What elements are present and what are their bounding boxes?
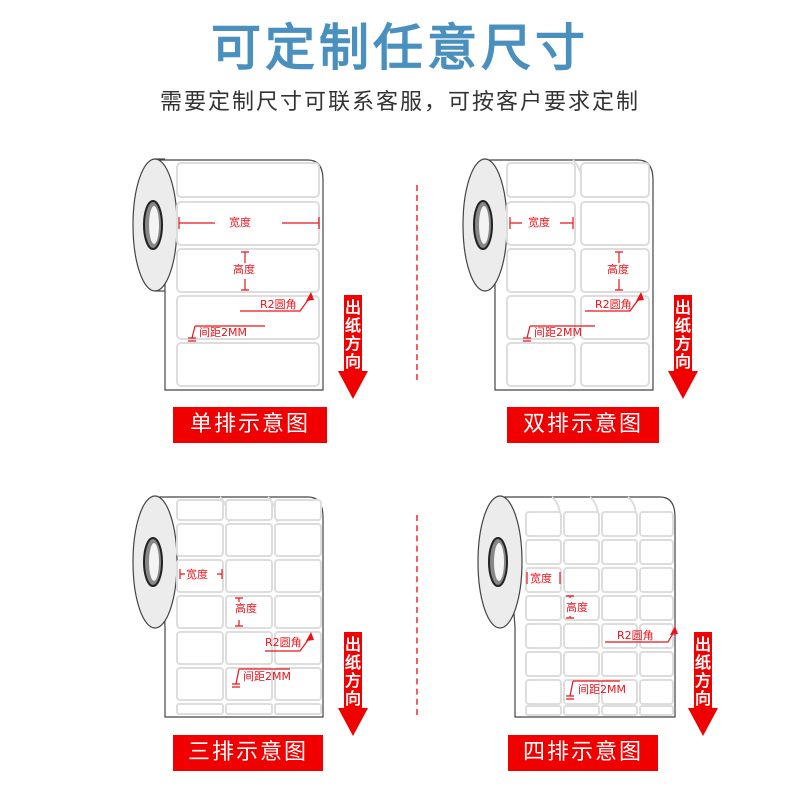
panel-single-row: 宽度 高度 R2圆角 间距2MM 出 纸 方 向 单排示意图	[125, 155, 385, 455]
page-title: 可定制任意尺寸	[211, 19, 589, 77]
corner-radius-label: R2圆角	[265, 636, 302, 649]
width-label: 宽度	[229, 216, 251, 229]
gap-label: 间距2MM	[578, 683, 626, 696]
caption-double-row: 双排示意图	[507, 407, 659, 443]
width-label: 宽度	[186, 568, 208, 581]
width-label: 宽度	[528, 216, 550, 229]
feed-direction-arrow-icon	[668, 295, 698, 399]
feed-direction-label: 出 纸 方 向	[344, 635, 361, 708]
feed-direction-arrow-icon	[688, 632, 718, 736]
feed-direction-label: 出 纸 方 向	[674, 298, 691, 371]
gap-label: 间距2MM	[243, 670, 291, 683]
corner-radius-label: R2圆角	[260, 298, 297, 311]
divider-bottom	[416, 515, 418, 715]
label-roll-double-illustration	[462, 158, 654, 391]
panel-quad-row: 宽度 高度 R2圆角 间距2MM 出 纸 方 向 四排示意图	[470, 492, 730, 792]
corner-radius-label: R2圆角	[617, 629, 654, 642]
caption-single-row: 单排示意图	[173, 407, 327, 443]
height-label: 高度	[607, 263, 629, 276]
caption-quad-row: 四排示意图	[508, 735, 658, 771]
panel-triple-row: 宽度 高度 R2圆角 间距2MM 出 纸 方 向 三排示意图	[125, 492, 385, 792]
page-subtitle: 需要定制尺寸可联系客服，可按客户要求定制	[159, 90, 640, 115]
label-roll-triple-illustration	[132, 495, 324, 718]
label-roll-quad-illustration	[477, 495, 678, 718]
height-label: 高度	[233, 263, 255, 276]
label-roll-single-illustration	[132, 158, 324, 391]
feed-direction-arrow-icon	[338, 295, 368, 399]
feed-direction-arrow-icon	[338, 632, 368, 736]
width-label: 宽度	[530, 572, 552, 585]
height-label: 高度	[235, 602, 257, 615]
feed-direction-label: 出 纸 方 向	[694, 635, 711, 708]
feed-direction-label: 出 纸 方 向	[344, 298, 361, 371]
corner-radius-label: R2圆角	[595, 298, 632, 311]
gap-label: 间距2MM	[199, 326, 247, 339]
caption-triple-row: 三排示意图	[173, 735, 323, 771]
panel-double-row: 宽度 高度 R2圆角 间距2MM 出 纸 方 向 双排示意图	[455, 155, 715, 455]
divider-top	[416, 185, 418, 380]
height-label: 高度	[566, 601, 588, 614]
gap-label: 间距2MM	[534, 326, 582, 339]
